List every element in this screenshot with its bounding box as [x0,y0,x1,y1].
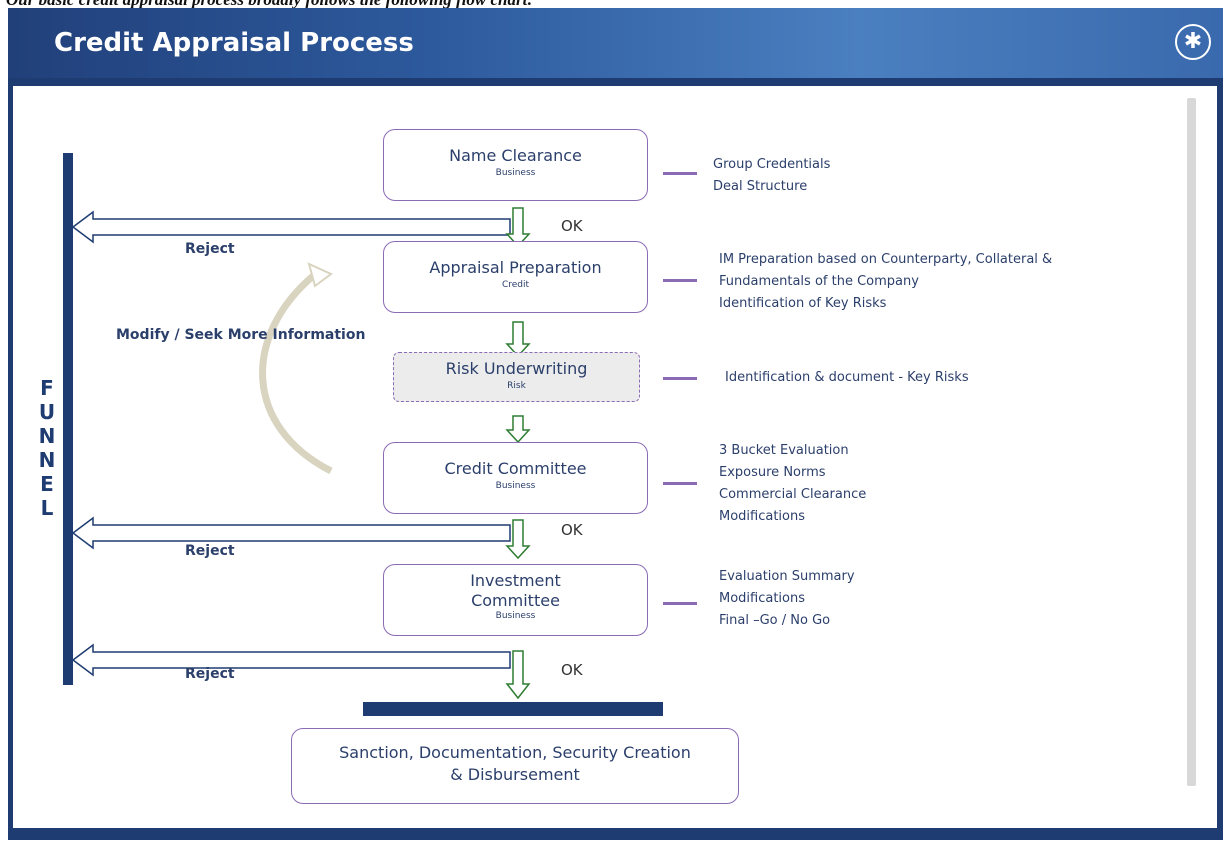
notes-appraisal: IM Preparation based on Counterparty, Co… [719,249,1052,315]
modify-label: Modify / Seek More Information [116,327,366,343]
down-arrow-3 [505,415,531,444]
note-line: Deal Structure [713,179,808,194]
step-credit-committee: Credit Committee Business [383,442,648,514]
step-sanction: Sanction, Documentation, Security Creati… [291,728,739,804]
reject-arrow-3 [71,643,511,677]
step-investment-committee: Investment Committee Business [383,564,648,636]
note-line: Evaluation Summary [719,569,855,584]
note-line: IM Preparation based on Counterparty, Co… [719,252,1053,267]
connector-3 [663,377,697,380]
merge-bar [363,702,663,716]
step-title: Credit Committee [444,459,587,478]
down-arrow-4 [505,519,531,560]
connector-5 [663,602,697,605]
reject-arrow-1 [71,210,511,244]
funnel-label: FUNNEL [38,376,56,520]
note-line: Fundamentals of the Company [719,274,919,289]
notes-name-clearance: Group Credentials Deal Structure [713,154,830,198]
note-line: Group Credentials [713,157,831,172]
step-title: Sanction, Documentation, Security Creati… [339,743,691,784]
ok-label-1: OK [561,217,583,235]
note-line: Commercial Clearance [719,487,867,502]
connector-2 [663,279,697,282]
slide-header: Credit Appraisal Process ✱ [8,8,1223,78]
step-risk-underwriting: Risk Underwriting Risk [393,352,640,402]
step-owner: Business [495,168,536,178]
reject-label-2: Reject [185,543,235,559]
step-owner: Business [495,611,536,621]
ok-label-3: OK [561,661,583,679]
step-title: Investment Committee [470,571,561,610]
step-name-clearance: Name Clearance Business [383,129,648,201]
connector-1 [663,172,697,175]
note-line: Final –Go / No Go [719,613,831,628]
asterisk-logo-icon: ✱ [1175,24,1211,60]
note-line: Modifications [719,509,806,524]
reject-label-1: Reject [185,241,235,257]
slide-frame: Credit Appraisal Process ✱ FUNNEL [8,8,1223,840]
notes-investment: Evaluation Summary Modifications Final –… [719,566,855,632]
step-owner: Business [495,481,536,491]
step-title: Appraisal Preparation [429,258,602,277]
caption: Our basic credit appraisal process broad… [6,0,533,10]
notes-credit-committee: 3 Bucket Evaluation Exposure Norms Comme… [719,440,866,528]
arrows-layer [71,207,531,700]
reject-arrow-2 [71,516,511,550]
step-owner: Risk [507,381,526,391]
down-arrow-1 [505,207,531,248]
scrollbar[interactable] [1187,98,1196,786]
reject-label-3: Reject [185,666,235,682]
note-line: Identification of Key Risks [719,296,887,311]
note-line: Modifications [719,591,806,606]
step-title: Name Clearance [449,146,582,165]
diagram-panel: FUNNEL [13,86,1217,828]
step-owner: Credit [501,280,530,290]
notes-risk: Identification & document - Key Risks [725,367,969,389]
connector-4 [663,482,697,485]
down-arrow-2 [505,321,531,358]
slide-title: Credit Appraisal Process [54,28,414,58]
note-line: Identification & document - Key Risks [725,370,969,385]
note-line: Exposure Norms [719,465,826,480]
note-line: 3 Bucket Evaluation [719,443,849,458]
down-arrow-5 [505,650,531,700]
ok-label-2: OK [561,521,583,539]
step-title: Risk Underwriting [445,359,588,378]
loop-arrow [259,273,333,475]
funnel-bar [63,153,73,685]
loop-arrow-head [307,262,333,288]
step-appraisal-preparation: Appraisal Preparation Credit [383,241,648,313]
